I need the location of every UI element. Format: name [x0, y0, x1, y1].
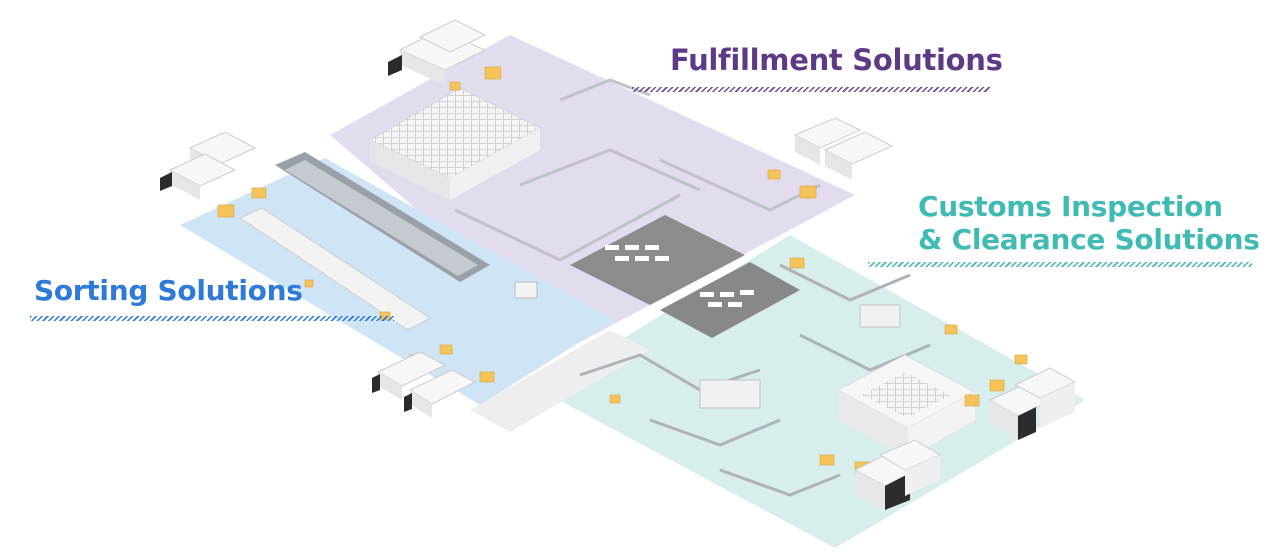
- fulfillment-solutions-label: Fulfillment Solutions: [670, 43, 1003, 77]
- delivery-truck-icon: [160, 19, 1077, 510]
- customs-clearance-solutions-label: Customs Inspection & Clearance Solutions: [918, 190, 1260, 256]
- storage-rack-icon: [368, 87, 542, 200]
- customs-label-line1: Customs Inspection: [918, 190, 1223, 223]
- scanner-icon: [514, 281, 901, 409]
- fulfillment-label-underline: [632, 87, 990, 92]
- sorting-label-underline: [30, 316, 394, 321]
- conveyor-icon: [579, 263, 931, 497]
- sorting-solutions-label: Sorting Solutions: [34, 274, 303, 307]
- inspection-building: [836, 354, 977, 458]
- office-floor-lower: [660, 262, 800, 338]
- parcel-box-icon: [217, 66, 1028, 475]
- workstation-icon: [605, 245, 754, 307]
- customs-label-line2: & Clearance Solutions: [918, 223, 1260, 256]
- customs-label-underline: [868, 262, 1252, 267]
- conveyor-icon: [238, 152, 490, 331]
- road-strip: [470, 330, 650, 432]
- sorting-floor: [180, 158, 615, 405]
